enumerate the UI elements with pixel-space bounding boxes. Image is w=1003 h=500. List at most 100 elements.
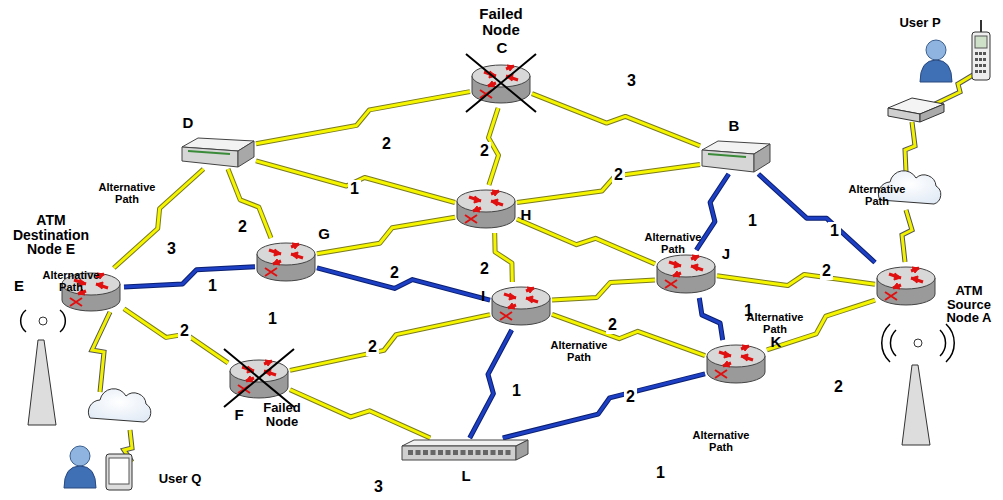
path-callout: Alternative Path bbox=[690, 430, 752, 453]
access-wire bbox=[902, 210, 912, 262]
alternative-link bbox=[317, 268, 490, 300]
router-node: K bbox=[705, 340, 767, 388]
alternative-link bbox=[699, 298, 722, 340]
link-weight: 1 bbox=[828, 222, 841, 240]
userQ-icon bbox=[60, 436, 180, 496]
router-node: J bbox=[655, 250, 717, 298]
alternative-link bbox=[470, 330, 512, 438]
link-weight: 2 bbox=[478, 142, 491, 160]
link-outline bbox=[699, 298, 722, 340]
user-node: User Q bbox=[60, 436, 180, 496]
link bbox=[532, 94, 700, 146]
hub-node: L bbox=[400, 438, 530, 462]
router-icon bbox=[455, 185, 517, 233]
link-weight: 2 bbox=[624, 388, 637, 406]
link-weight: 2 bbox=[606, 316, 619, 334]
node-letter: G bbox=[315, 226, 333, 242]
link-outline bbox=[470, 330, 512, 438]
link bbox=[317, 217, 455, 254]
node-letter: K bbox=[767, 334, 785, 350]
link-outline bbox=[317, 268, 490, 300]
access-wire bbox=[92, 312, 110, 392]
link-weight: 3 bbox=[625, 72, 638, 90]
link-outline bbox=[256, 161, 455, 203]
switch-node: B bbox=[700, 140, 772, 174]
link-outline bbox=[228, 169, 271, 238]
alternative-link bbox=[503, 374, 705, 438]
access-wire bbox=[902, 210, 912, 262]
router-icon bbox=[470, 60, 532, 108]
link-weight: 1 bbox=[266, 310, 279, 328]
link-outline bbox=[124, 267, 255, 287]
router-node: H bbox=[455, 185, 517, 233]
link bbox=[124, 309, 228, 363]
link-weight: 2 bbox=[832, 378, 845, 396]
link-weight: 1 bbox=[348, 180, 361, 198]
link bbox=[552, 280, 655, 300]
node-caption: ATM Source Node A bbox=[938, 284, 1000, 325]
link-outline bbox=[290, 390, 430, 438]
user-node: User P bbox=[890, 18, 998, 88]
link bbox=[290, 390, 430, 438]
link-weight: 2 bbox=[236, 218, 249, 236]
router-node: Failed NodeC bbox=[470, 60, 532, 108]
link-outline bbox=[532, 94, 700, 146]
link bbox=[495, 233, 513, 282]
link-outline bbox=[124, 309, 228, 363]
router-node: I bbox=[490, 282, 552, 330]
link-weight: 1 bbox=[206, 277, 219, 295]
router-node: ATM Source Node A bbox=[875, 262, 937, 310]
link bbox=[256, 92, 470, 144]
node-letter: B bbox=[724, 118, 744, 134]
link-outline bbox=[717, 274, 875, 285]
access-wire bbox=[905, 122, 915, 172]
link bbox=[256, 161, 455, 203]
switch-icon bbox=[700, 140, 772, 174]
link-weight: 3 bbox=[165, 240, 178, 258]
link-outline bbox=[517, 219, 655, 264]
path-callout: Alternative Path bbox=[846, 184, 908, 207]
antenna-tower bbox=[882, 324, 955, 445]
link-outline bbox=[495, 233, 513, 282]
link-weight: 2 bbox=[388, 264, 401, 282]
node-letter: I bbox=[476, 288, 490, 304]
access-box bbox=[920, 104, 944, 122]
node-letter: C bbox=[493, 40, 511, 56]
router-icon bbox=[255, 238, 317, 286]
link-outline bbox=[256, 92, 470, 144]
access-wire bbox=[905, 122, 915, 172]
link-weight: 2 bbox=[366, 338, 379, 356]
link-weight: 2 bbox=[380, 135, 393, 153]
link bbox=[717, 274, 875, 285]
link-weight: 1 bbox=[746, 212, 759, 230]
node-caption: Failed Node bbox=[254, 401, 310, 428]
alternative-link bbox=[124, 267, 255, 287]
link-weight: 2 bbox=[178, 322, 191, 340]
node-caption: Failed Node bbox=[471, 6, 531, 38]
link bbox=[517, 219, 655, 264]
router-icon bbox=[655, 250, 717, 298]
link-outline bbox=[552, 280, 655, 300]
router-node: FFailed Node bbox=[228, 355, 290, 403]
access-wire bbox=[92, 312, 110, 392]
router-icon bbox=[490, 282, 552, 330]
switch-node: D bbox=[180, 137, 256, 169]
access-box bbox=[888, 108, 920, 122]
link-weight: 2 bbox=[478, 260, 491, 278]
node-caption: User P bbox=[890, 16, 950, 30]
hub-icon bbox=[400, 438, 530, 462]
router-icon bbox=[875, 262, 937, 310]
router-node: G bbox=[255, 238, 317, 286]
link-weight: 1 bbox=[510, 382, 523, 400]
link-outline bbox=[317, 217, 455, 254]
link bbox=[517, 165, 700, 203]
path-callout: Alternative Path bbox=[744, 312, 806, 335]
node-caption: ATM Destination Node E bbox=[4, 213, 98, 257]
link-weight: 2 bbox=[820, 262, 833, 280]
path-callout: Alternative Path bbox=[40, 270, 102, 293]
node-caption: User Q bbox=[152, 472, 208, 486]
path-callout: Alternative Path bbox=[548, 340, 610, 363]
node-letter: D bbox=[178, 115, 198, 131]
switch-icon bbox=[180, 137, 256, 169]
link-outline bbox=[517, 165, 700, 203]
